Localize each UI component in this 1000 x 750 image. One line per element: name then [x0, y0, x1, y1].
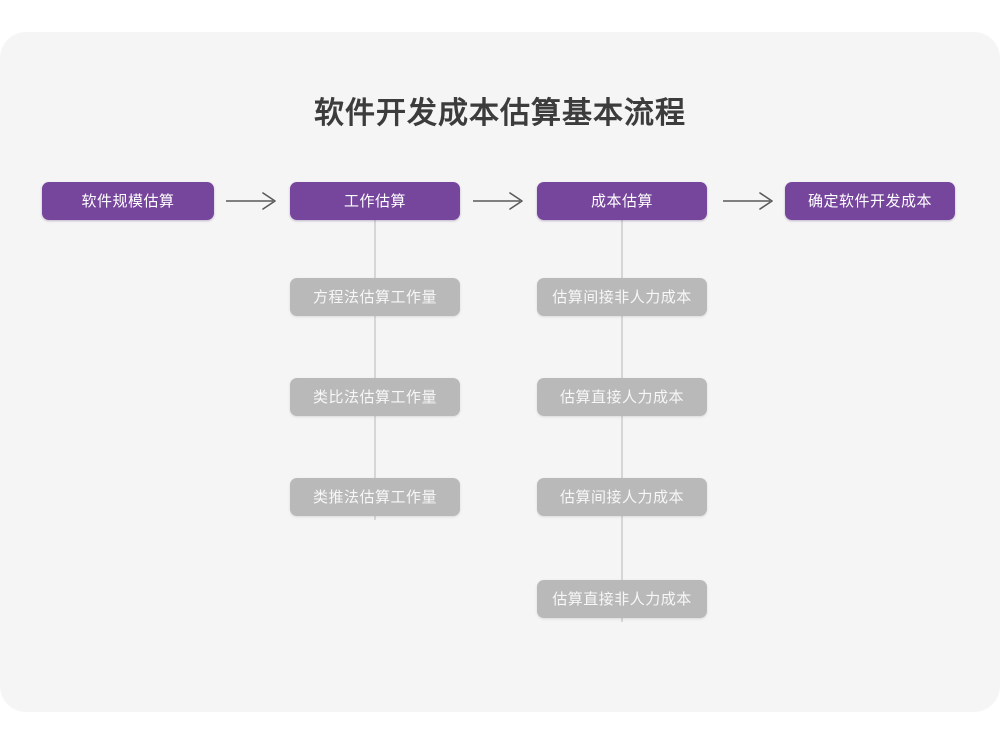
arrow-3-icon [722, 190, 778, 212]
connector-work-estimation [374, 220, 376, 520]
substage-analogy-method-workload[interactable]: 类比法估算工作量 [290, 378, 460, 416]
page-title: 软件开发成本估算基本流程 [314, 97, 686, 130]
arrow-1-icon [225, 190, 281, 212]
stage-software-scale-estimation[interactable]: 软件规模估算 [42, 182, 214, 220]
substage-equation-method-workload[interactable]: 方程法估算工作量 [290, 278, 460, 316]
arrow-2-icon [472, 190, 528, 212]
substage-indirect-nonlabor-cost[interactable]: 估算间接非人力成本 [537, 278, 707, 316]
substage-direct-nonlabor-cost[interactable]: 估算直接非人力成本 [537, 580, 707, 618]
substage-direct-labor-cost[interactable]: 估算直接人力成本 [537, 378, 707, 416]
stage-work-estimation[interactable]: 工作估算 [290, 182, 460, 220]
connector-cost-estimation [621, 220, 623, 622]
diagram-card [0, 32, 1000, 712]
substage-inference-method-workload[interactable]: 类推法估算工作量 [290, 478, 460, 516]
stage-determine-software-development-cost[interactable]: 确定软件开发成本 [785, 182, 955, 220]
substage-indirect-labor-cost[interactable]: 估算间接人力成本 [537, 478, 707, 516]
stage-cost-estimation[interactable]: 成本估算 [537, 182, 707, 220]
